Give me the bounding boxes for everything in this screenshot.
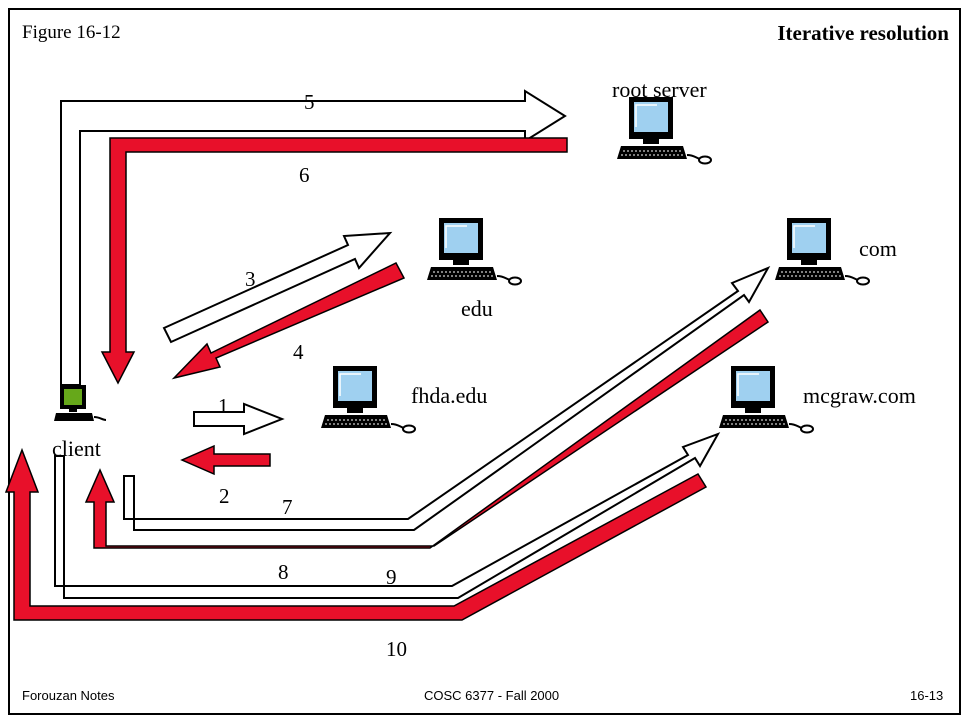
arrow-step-2	[180, 444, 271, 476]
arrow-step-9	[54, 432, 721, 599]
root-server-label: root server	[612, 77, 707, 102]
com-label: com	[859, 236, 897, 261]
fhda-label: fhda.edu	[411, 383, 488, 408]
arrow-step-1	[193, 402, 285, 436]
footer-course: COSC 6377 - Fall 2000	[424, 688, 560, 703]
step-number: 10	[386, 637, 407, 661]
step-number: 7	[282, 495, 293, 519]
arrow-step-3	[162, 231, 393, 344]
mcgraw-label: mcgraw.com	[803, 383, 916, 408]
fhda-computer-icon	[320, 365, 416, 434]
step-number: 9	[386, 565, 397, 589]
client-label: client	[52, 436, 101, 461]
step-number: 5	[304, 90, 315, 114]
com-computer-icon	[774, 217, 870, 286]
arrow-step-4	[171, 262, 406, 380]
step-number: 6	[299, 163, 310, 187]
edu-computer-icon	[426, 217, 522, 286]
footer-page-number: 16-13	[910, 688, 944, 703]
slide-title: Iterative resolution	[777, 21, 949, 45]
footer-author: Forouzan Notes	[22, 688, 115, 703]
edu-label: edu	[461, 296, 493, 321]
step-number: 2	[219, 484, 230, 508]
figure-label: Figure 16-12	[22, 22, 121, 43]
step-number: 1	[218, 394, 229, 418]
arrow-step-10	[4, 447, 708, 621]
slide-frame	[8, 8, 961, 715]
arrow-step-5	[60, 89, 567, 386]
mcgraw-computer-icon	[718, 365, 814, 434]
root-server-computer-icon	[616, 96, 712, 165]
step-number: 8	[278, 560, 289, 584]
arrow-step-8	[84, 308, 770, 549]
arrow-step-7	[123, 265, 771, 531]
step-number: 3	[245, 267, 256, 291]
client-computer-icon	[54, 385, 107, 421]
step-number: 4	[293, 340, 304, 364]
arrow-step-6	[100, 137, 568, 385]
